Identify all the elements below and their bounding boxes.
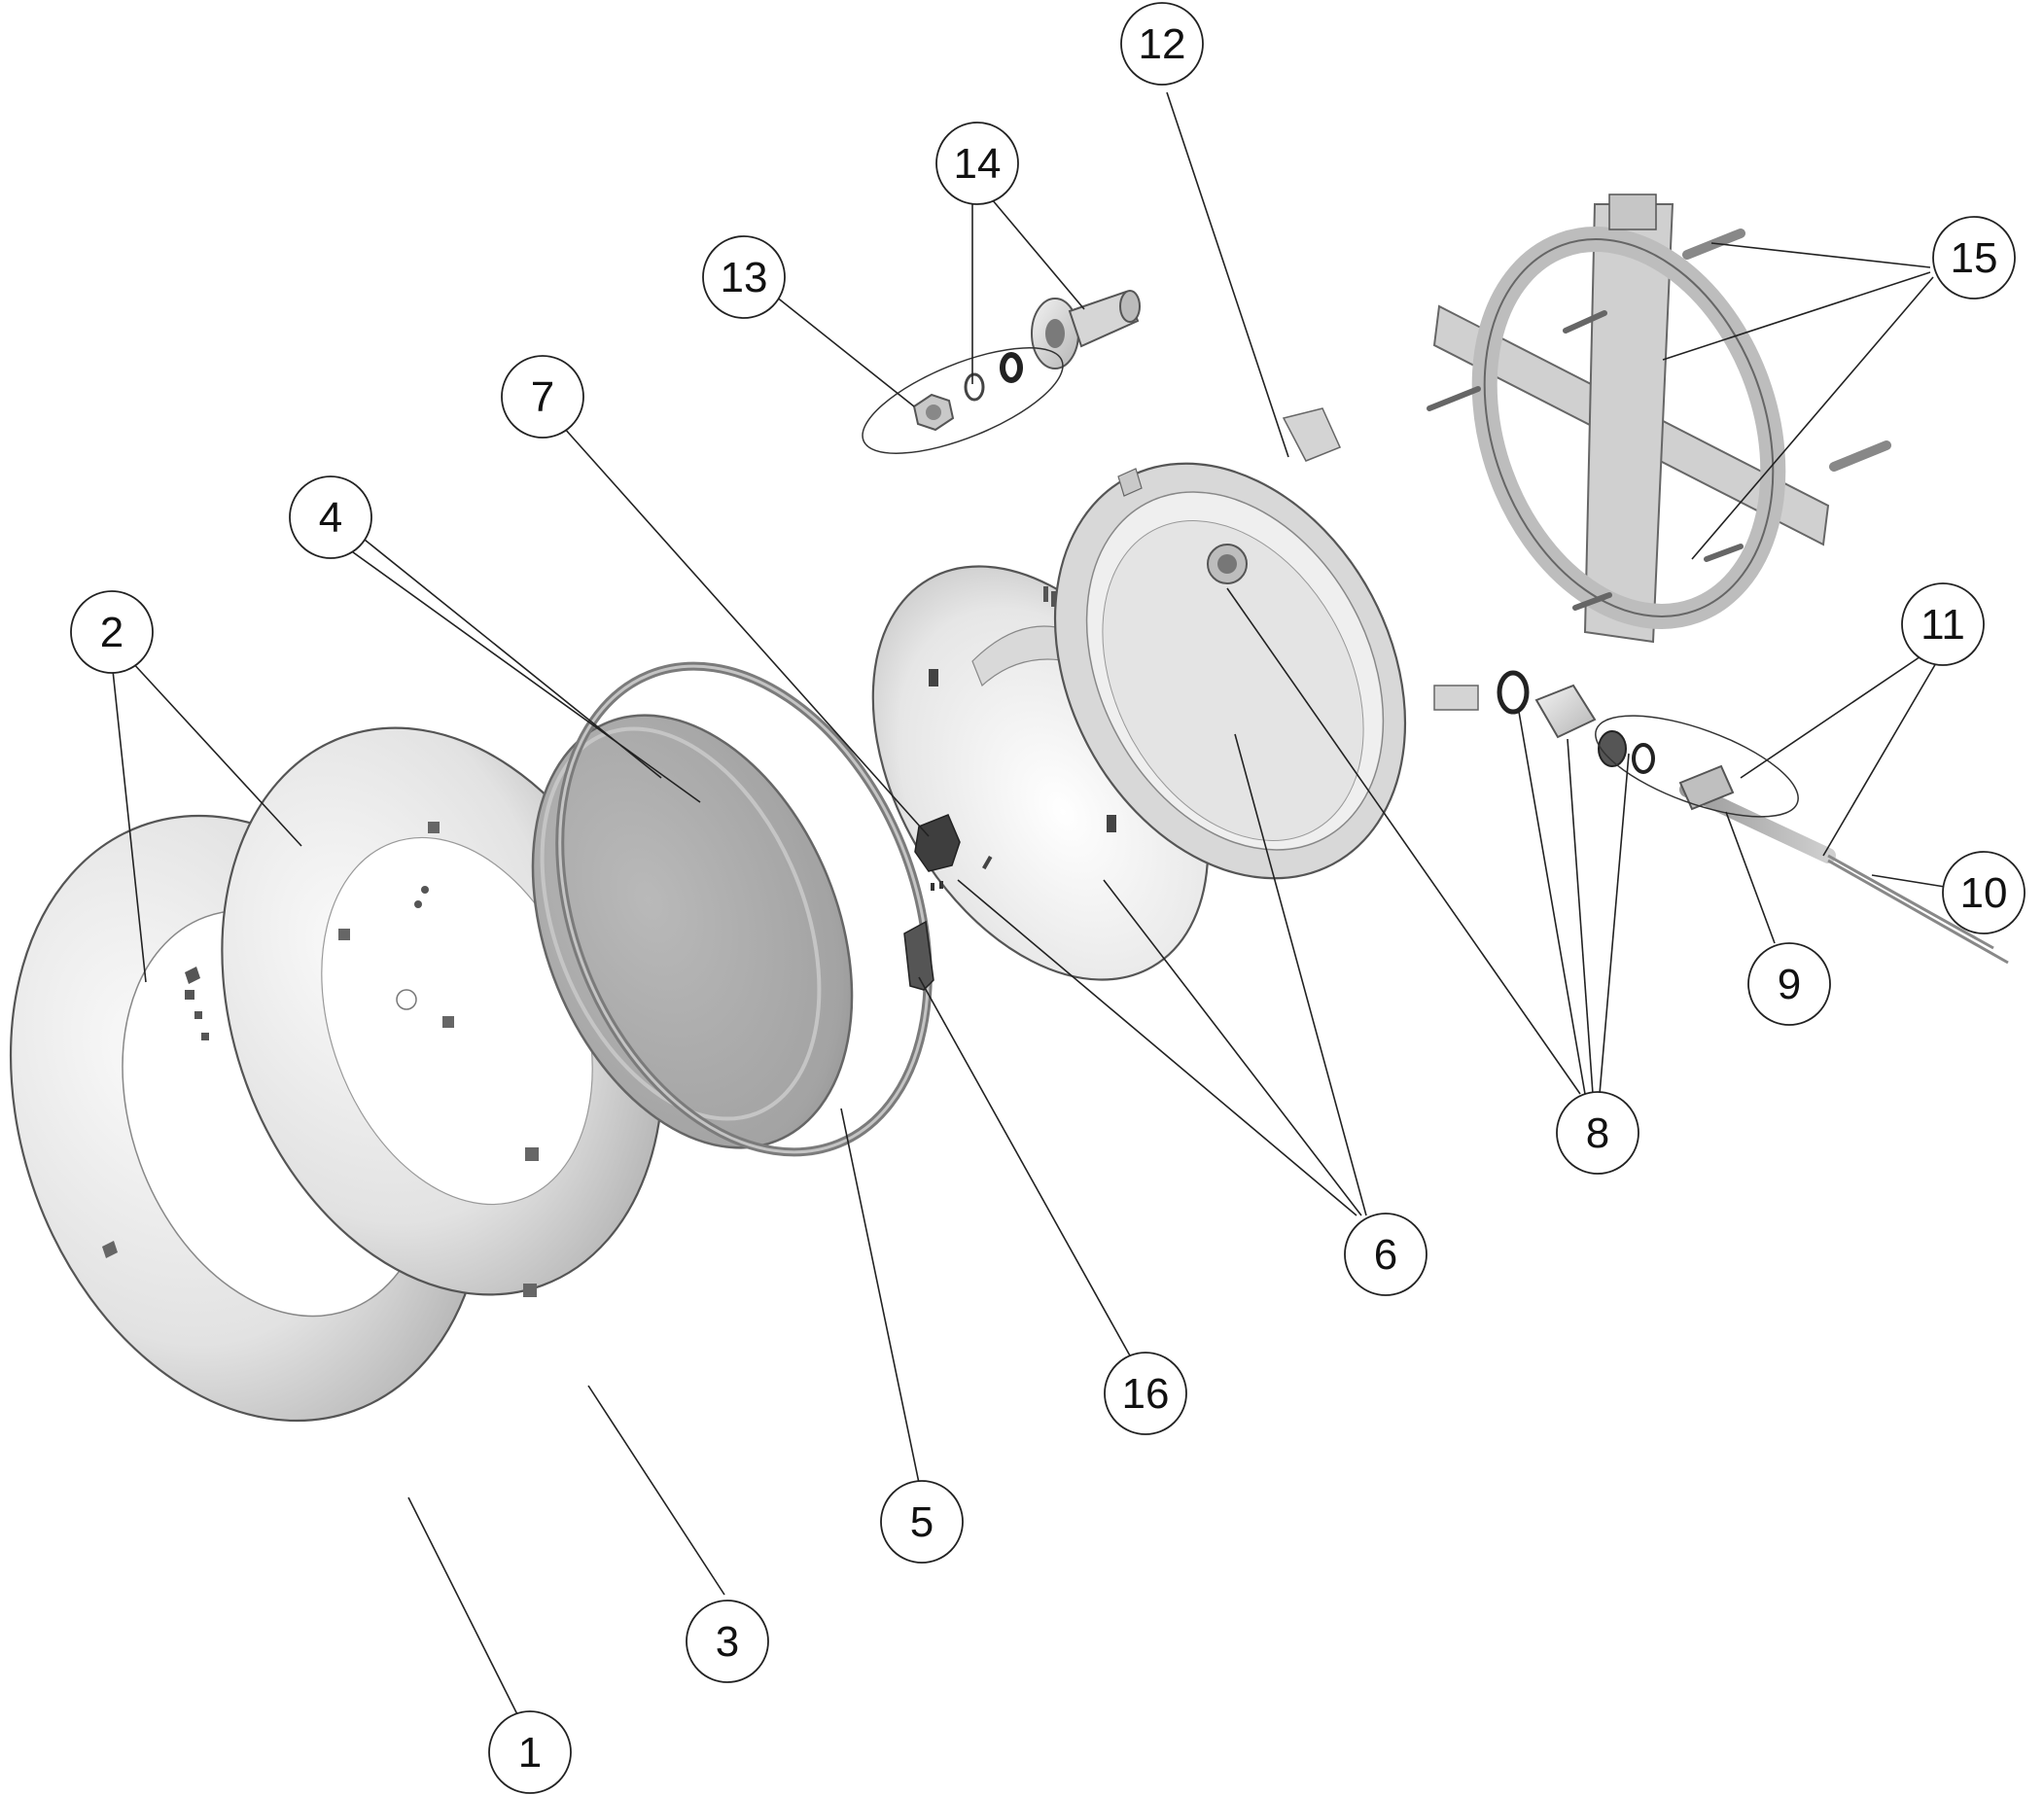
- leader-15b: [1662, 271, 1931, 361]
- callout-15: 15: [1932, 216, 2016, 299]
- part-mounting-bracket: [1432, 194, 1830, 644]
- callout-2-label: 2: [100, 609, 123, 656]
- callout-16: 16: [1104, 1352, 1187, 1435]
- part-cable-sleeve: [1678, 764, 1735, 811]
- leader-lines: [111, 91, 1946, 1746]
- part-niche-housing: [1053, 407, 1479, 880]
- leader-15a: [1710, 242, 1931, 268]
- callout-13: 13: [702, 235, 786, 319]
- callout-7: 7: [501, 355, 584, 439]
- callout-7-label: 7: [531, 373, 554, 421]
- leader-14b: [991, 198, 1085, 310]
- callout-3: 3: [686, 1600, 769, 1683]
- leader-2b: [130, 660, 302, 847]
- leader-11b: [1822, 655, 1941, 857]
- callout-14-label: 14: [954, 140, 1002, 188]
- part-gasket: [555, 661, 933, 1157]
- part-bracket-screws: [1427, 229, 1891, 611]
- callout-5-label: 5: [910, 1498, 934, 1546]
- callout-12-label: 12: [1139, 20, 1186, 68]
- callout-bubbles: 1 2 3 4 5 6 7 8: [70, 2, 2026, 1794]
- leader-15c: [1691, 276, 1934, 560]
- leader-3: [587, 1385, 725, 1596]
- callout-8: 8: [1556, 1091, 1639, 1175]
- callout-16-label: 16: [1122, 1370, 1170, 1418]
- callout-10-label: 10: [1960, 869, 2008, 917]
- group-ellipse-14: [862, 347, 1064, 454]
- callout-5: 5: [880, 1480, 964, 1564]
- part-lamp: [903, 856, 993, 991]
- callout-12: 12: [1120, 2, 1204, 86]
- callout-11: 11: [1901, 582, 1985, 666]
- callout-4-label: 4: [319, 494, 342, 542]
- callout-9-label: 9: [1778, 961, 1801, 1008]
- part-gland-nut: [912, 393, 955, 432]
- leader-9: [1725, 811, 1776, 944]
- leader-11a: [1740, 646, 1936, 779]
- callout-13-label: 13: [721, 254, 768, 301]
- leader-6b: [1103, 879, 1362, 1216]
- callout-15-label: 15: [1951, 234, 1998, 282]
- part-lamp-holder: [914, 814, 961, 891]
- callout-6: 6: [1344, 1213, 1427, 1296]
- leader-7: [563, 427, 930, 837]
- leader-16: [918, 976, 1137, 1367]
- leader-6a: [957, 879, 1357, 1216]
- callout-11-label: 11: [1921, 601, 1965, 649]
- group-ellipse-11: [1595, 715, 1799, 818]
- callout-10: 10: [1942, 851, 2026, 934]
- leader-4a: [335, 539, 701, 803]
- callout-9: 9: [1747, 942, 1831, 1026]
- callout-3-label: 3: [716, 1618, 739, 1666]
- leader-12: [1166, 91, 1289, 458]
- callout-8-label: 8: [1586, 1109, 1609, 1157]
- part-gland-seals: [964, 352, 1023, 402]
- callout-4: 4: [289, 475, 372, 559]
- part-lens: [531, 714, 854, 1149]
- leader-13: [775, 296, 915, 407]
- part-gland-body: [1031, 290, 1141, 370]
- callout-1-label: 1: [518, 1729, 542, 1777]
- callout-1: 1: [488, 1710, 572, 1794]
- leader-10: [1871, 874, 1946, 888]
- callout-6-label: 6: [1374, 1231, 1397, 1279]
- callout-2: 2: [70, 590, 154, 674]
- leader-8b: [1518, 711, 1586, 1095]
- leader-6c: [1234, 733, 1367, 1216]
- leader-8a: [1226, 587, 1581, 1095]
- leader-8d: [1599, 753, 1630, 1095]
- leader-8c: [1567, 738, 1594, 1095]
- callout-14: 14: [935, 122, 1019, 205]
- part-cable-gland-set: [1497, 670, 1655, 774]
- leader-5: [840, 1108, 920, 1484]
- leader-1: [407, 1496, 534, 1746]
- leader-4b: [364, 539, 662, 779]
- leader-2a: [111, 660, 147, 983]
